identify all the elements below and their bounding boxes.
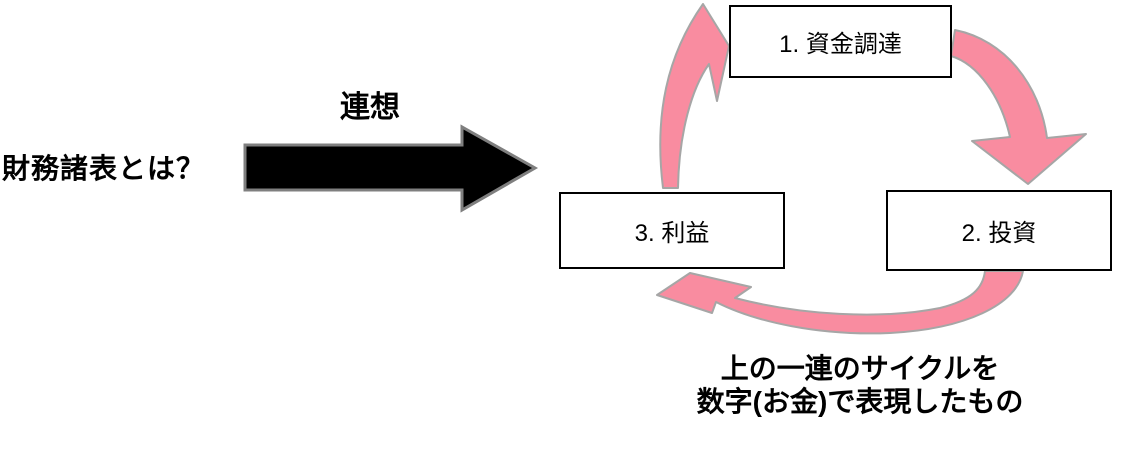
cycle-box-funding: 1. 資金調達 bbox=[729, 5, 952, 78]
cycle-box-profit-label: 3. 利益 bbox=[634, 220, 710, 247]
cycle-arrow-profit-to-funding-icon bbox=[659, 3, 730, 189]
question-text: 財務諸表とは？ bbox=[2, 153, 206, 184]
caption-line-1: 上の一連のサイクルを bbox=[720, 353, 1000, 384]
association-label: 連想 bbox=[340, 91, 400, 124]
right-arrow-icon bbox=[243, 124, 539, 213]
caption: 上の一連のサイクルを 数字(お金)で表現したもの bbox=[640, 352, 1080, 418]
cycle-box-investment-label: 2. 投資 bbox=[961, 220, 1037, 247]
caption-line-2: 数字(お金)で表現したもの bbox=[696, 386, 1024, 417]
cycle-box-profit: 3. 利益 bbox=[559, 192, 785, 269]
cycle-arrow-funding-to-invest-icon bbox=[950, 29, 1087, 185]
cycle-box-investment: 2. 投資 bbox=[886, 190, 1112, 271]
cycle-arrow-invest-to-profit-icon bbox=[656, 270, 1024, 335]
cycle-box-funding-label: 1. 資金調達 bbox=[779, 31, 902, 58]
